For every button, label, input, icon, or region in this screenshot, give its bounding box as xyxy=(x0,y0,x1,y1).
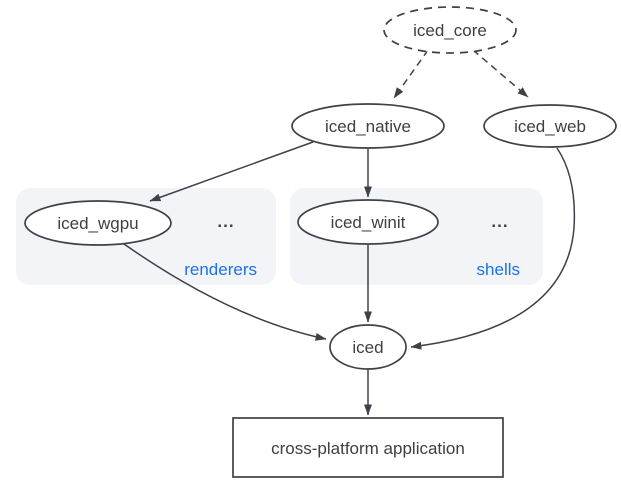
iced-wgpu-ellipse xyxy=(24,200,172,246)
iced-ellipse xyxy=(329,324,407,370)
iced-web-ellipse xyxy=(483,104,617,148)
iced-core-label: iced_core xyxy=(413,21,487,40)
application-rect xyxy=(232,417,504,478)
shells-ellipsis: ... xyxy=(491,212,508,231)
renderers-group-label: renderers xyxy=(184,260,257,279)
node-iced-winit: iced_winit xyxy=(297,199,439,245)
iced-wgpu-label: iced_wgpu xyxy=(57,214,138,233)
edge-iced-wgpu-to-iced xyxy=(123,243,327,341)
node-application: cross-platform application xyxy=(232,417,504,478)
node-iced-core: iced_core xyxy=(383,6,517,54)
edge-iced-native-to-iced-wgpu xyxy=(149,141,314,202)
node-iced-native: iced_native xyxy=(291,103,445,149)
shells-group-label: shells xyxy=(477,260,520,279)
iced-label: iced xyxy=(352,338,383,357)
node-iced-web: iced_web xyxy=(483,104,617,148)
iced-native-label: iced_native xyxy=(325,117,411,136)
edge-iced-web-to-iced xyxy=(410,147,576,350)
renderers-ellipsis: ... xyxy=(217,212,234,231)
edge-iced-core-to-iced-native xyxy=(393,49,429,99)
iced-native-ellipse xyxy=(291,103,445,149)
iced-web-label: iced_web xyxy=(514,117,586,136)
iced-winit-label: iced_winit xyxy=(331,213,406,232)
node-iced: iced xyxy=(329,324,407,370)
iced-winit-ellipse xyxy=(297,199,439,245)
edge-iced-core-to-iced-web xyxy=(472,49,529,98)
iced-core-ellipse xyxy=(383,6,517,54)
application-label: cross-platform application xyxy=(271,439,465,458)
node-iced-wgpu: iced_wgpu xyxy=(24,200,172,246)
